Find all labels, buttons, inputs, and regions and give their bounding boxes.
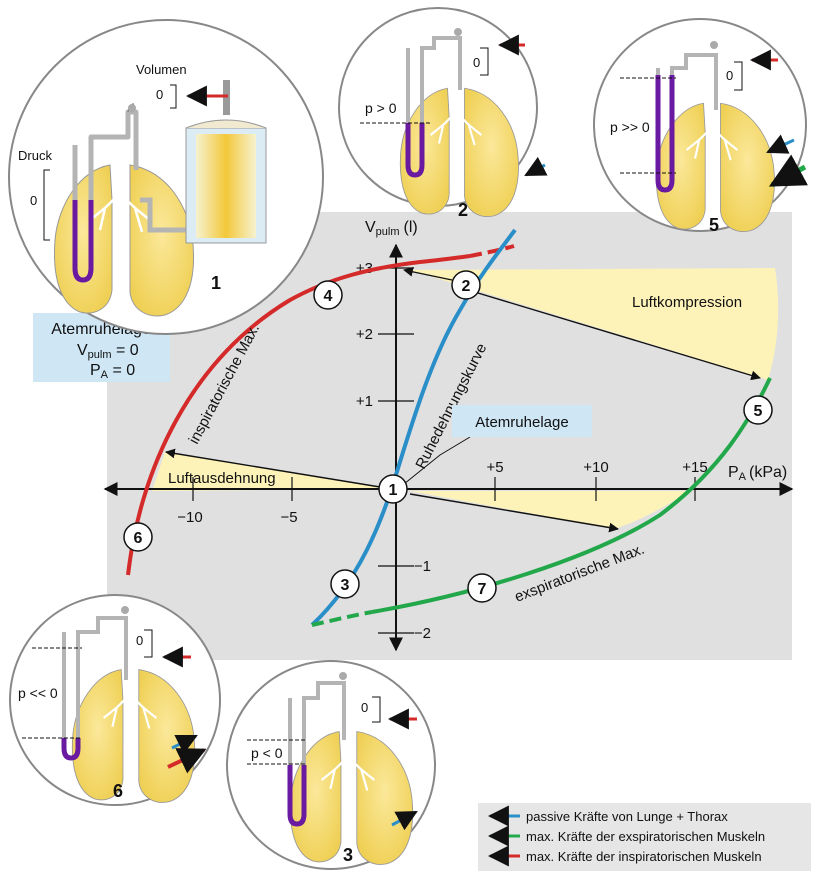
inspiratory-force-arrow bbox=[167, 748, 207, 774]
volumen-label: Volumen bbox=[136, 62, 187, 77]
point-marker: 4 bbox=[313, 280, 343, 310]
callout-pointer bbox=[403, 436, 471, 485]
arrow-2-to-max bbox=[403, 267, 453, 281]
legend-item: max. Kräfte der exspiratorischen Muskeln bbox=[487, 825, 765, 847]
x-tick-label: −5 bbox=[280, 509, 297, 526]
inset-number: 1 bbox=[211, 273, 221, 293]
inset-number: 6 bbox=[113, 781, 123, 801]
legend-item: passive Kräfte von Lunge + Thorax bbox=[487, 805, 728, 827]
x-tick-label: +15 bbox=[682, 459, 707, 476]
pressure-label: p << 0 bbox=[18, 685, 58, 701]
passive-force-arrow bbox=[766, 134, 795, 154]
inset-number: 3 bbox=[343, 845, 353, 865]
svg-text:2: 2 bbox=[462, 278, 471, 295]
arrow-1-to-7 bbox=[409, 493, 619, 533]
mercury-column bbox=[72, 200, 94, 283]
zero-label: 0 bbox=[361, 700, 368, 715]
region-compression bbox=[410, 268, 779, 380]
druck-label: Druck bbox=[18, 148, 52, 163]
y-tick-label: −1 bbox=[414, 558, 431, 575]
x-tick-label: −10 bbox=[177, 509, 202, 526]
y-axis-label: Vpulm(l) bbox=[365, 219, 418, 238]
pressure-label: p < 0 bbox=[251, 745, 283, 761]
zero-label: 0 bbox=[156, 87, 163, 102]
arrow-1-to-6 bbox=[165, 448, 381, 488]
point-marker: 7 bbox=[467, 573, 497, 603]
zero-label: 0 bbox=[726, 68, 733, 83]
inset-state-2: p > 0 0 2 bbox=[338, 7, 548, 220]
compression-label: Luftkompression bbox=[632, 294, 742, 311]
y-tick-label: +2 bbox=[356, 326, 373, 343]
expiratory-curve bbox=[371, 377, 772, 614]
legend: passive Kräfte von Lunge + Thorax max. K… bbox=[478, 803, 811, 871]
inset-number: 2 bbox=[458, 200, 468, 220]
svg-text:4: 4 bbox=[324, 288, 333, 305]
svg-text:6: 6 bbox=[134, 530, 143, 547]
inspiratory-curve-dashed bbox=[469, 244, 515, 258]
point-marker: 2 bbox=[451, 270, 481, 300]
expiratory-force-arrow bbox=[768, 154, 809, 188]
svg-text:7: 7 bbox=[478, 581, 487, 598]
callout-box bbox=[452, 405, 592, 437]
zero-label: 0 bbox=[30, 193, 37, 208]
svg-text:max. Kräfte der inspiratorisch: max. Kräfte der inspiratorischen Muskeln bbox=[526, 849, 762, 864]
x-axis-label: PA(kPa) bbox=[728, 464, 787, 483]
passive-force-arrow bbox=[524, 156, 548, 177]
passive-force-arrow bbox=[171, 734, 198, 754]
point-marker: 3 bbox=[330, 569, 360, 599]
y-tick-label: +1 bbox=[356, 393, 373, 410]
svg-text:1: 1 bbox=[389, 482, 398, 499]
inset-state-3: p < 0 0 3 bbox=[226, 660, 436, 870]
inset-state-5: p >> 0 0 5 bbox=[593, 18, 809, 235]
svg-text:5: 5 bbox=[754, 403, 763, 420]
info-box-vpulm: Vpulm = 0 bbox=[77, 342, 139, 361]
relaxation-curve bbox=[310, 228, 517, 627]
inset-number: 5 bbox=[709, 215, 719, 235]
callout-text: Atemruhelage bbox=[475, 414, 568, 431]
svg-text:3: 3 bbox=[341, 577, 350, 594]
expansion-label: Luftausdehnung bbox=[168, 470, 276, 487]
inspiratory-curve bbox=[126, 254, 471, 576]
point-marker: 5 bbox=[743, 395, 773, 425]
y-tick-label: −2 bbox=[414, 625, 431, 642]
x-tick-label: +10 bbox=[583, 459, 608, 476]
x-tick-label: +5 bbox=[486, 459, 503, 476]
passive-force-arrow bbox=[391, 810, 418, 831]
legend-item: max. Kräfte der inspiratorischen Muskeln bbox=[487, 845, 762, 867]
region-expansion bbox=[152, 452, 393, 491]
svg-text:max. Kräfte der exspiratorisch: max. Kräfte der exspiratorischen Muskeln bbox=[526, 829, 765, 844]
arrow-2-to-5 bbox=[467, 289, 761, 381]
region-lower-right bbox=[410, 491, 690, 529]
point-marker: 1 bbox=[378, 474, 408, 504]
inset-state-1: Druck Volumen 0 0 1 bbox=[8, 19, 324, 335]
pressure-label: p >> 0 bbox=[610, 119, 650, 135]
x-ticks bbox=[192, 477, 696, 501]
zero-label: 0 bbox=[136, 633, 143, 648]
zero-label: 0 bbox=[473, 55, 480, 70]
point-marker: 6 bbox=[123, 522, 153, 552]
expiratory-curve-dashed bbox=[311, 610, 373, 627]
pressure-label: p > 0 bbox=[365, 100, 397, 116]
info-box-pa: PA = 0 bbox=[90, 362, 135, 381]
svg-text:passive Kräfte von Lunge + Tho: passive Kräfte von Lunge + Thorax bbox=[526, 809, 728, 824]
inset-state-6: p << 0 0 6 bbox=[9, 594, 221, 806]
